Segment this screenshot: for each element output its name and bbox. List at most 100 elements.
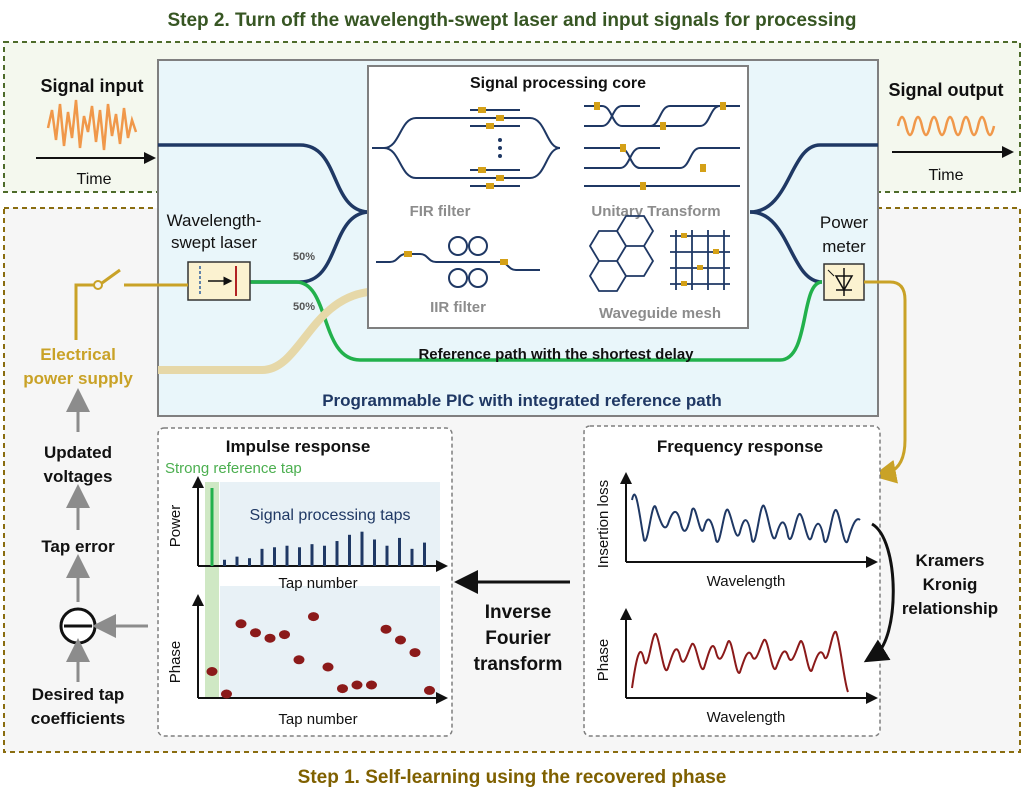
power-taps-region: [220, 482, 440, 566]
processing-tap-bar: [335, 541, 339, 566]
supply-label-line2: power supply: [23, 369, 133, 388]
kk-arrow: [863, 522, 895, 663]
processing-tap-bar: [385, 545, 389, 566]
phase-tap-dot: [409, 648, 421, 658]
processing-tap-bar: [348, 534, 351, 566]
power-bars: [210, 488, 426, 566]
phase-taps-region: [220, 586, 440, 698]
ift-line3: transform: [474, 654, 563, 675]
phase-xlabel-impulse: Tap number: [278, 711, 357, 728]
phase-tap-dot: [424, 685, 435, 695]
step2-title: Step 2. Turn off the wavelength-swept la…: [167, 10, 856, 31]
ift-line2: Fourier: [485, 628, 551, 649]
power-meter-label-line2: meter: [822, 237, 866, 256]
loss-ylabel: Insertion loss: [595, 480, 612, 568]
phase-response-curve: [631, 630, 849, 693]
processing-tap-bar: [398, 537, 401, 566]
reference-tap-highlight: [205, 482, 219, 698]
tap-error-label: Tap error: [41, 537, 115, 556]
output-waveform: [896, 115, 996, 137]
laser-icon: [187, 261, 251, 301]
processing-tap-bar: [298, 547, 301, 566]
ift-line1: Inverse: [485, 602, 552, 623]
phase-tap-dot: [337, 684, 348, 694]
phase-tap-dot: [221, 689, 232, 699]
unitary-transform-icon: [584, 102, 740, 190]
processing-tap-bar: [235, 556, 239, 566]
phase-tap-dot: [293, 655, 305, 665]
switch-lever: [101, 268, 121, 285]
switch-contact: [93, 280, 103, 290]
updated-voltages-line1: Updated: [44, 443, 112, 462]
phase-tap-dot: [308, 612, 319, 622]
processing-tap-bar: [373, 539, 376, 566]
signal-input-title: Signal input: [41, 76, 144, 96]
phase-ylabel-freq: Phase: [595, 639, 612, 682]
laser-label-line1: Wavelength-: [167, 211, 262, 230]
step1-title: Step 1. Self-learning using the recovere…: [298, 767, 727, 788]
supply-label-line1: Electrical: [40, 345, 116, 364]
signal-output: Signal output Time: [889, 80, 1014, 184]
phase-xlabel-freq: Wavelength: [707, 709, 786, 726]
phase-tap-dot: [264, 633, 276, 643]
reference-tap-bar: [210, 488, 214, 566]
input-waveguide: [158, 143, 369, 214]
processing-tap-bar: [248, 558, 251, 566]
phase-dots: [206, 612, 435, 699]
supply-wire: [74, 283, 94, 340]
split-upper-label: 50%: [293, 251, 315, 263]
waveguide-mesh-label: Waveguide mesh: [599, 305, 721, 322]
desired-coeff-line1: Desired tap: [32, 685, 125, 704]
phase-tap-dot: [366, 680, 377, 690]
processing-core-title: Signal processing core: [470, 75, 646, 92]
phase-tap-dot: [322, 662, 334, 672]
phase-ylabel-impulse: Phase: [167, 641, 184, 684]
laser-waveguide-upper: [250, 210, 369, 284]
laser-label-line2: swept laser: [171, 233, 257, 252]
insertion-loss-curve: [631, 493, 861, 544]
phase-tap-dot: [380, 624, 392, 634]
processing-tap-bar: [410, 548, 414, 566]
reference-path-waveguide: [250, 280, 823, 362]
meter-waveguide-upper: [749, 210, 823, 284]
processing-tap-bar: [360, 531, 364, 566]
phase-tap-dot: [279, 630, 290, 640]
subtractor-icon: [59, 607, 97, 645]
fir-filter-label: FIR filter: [410, 203, 471, 220]
power-xlabel: Tap number: [278, 575, 357, 592]
processing-tap-bar: [423, 542, 426, 566]
output-time-label: Time: [929, 167, 964, 184]
loss-xlabel: Wavelength: [707, 573, 786, 590]
frequency-title: Frequency response: [657, 437, 823, 456]
power-ylabel: Power: [167, 505, 184, 548]
photodiode-icon: [823, 263, 865, 301]
phase-tap-dot: [235, 619, 247, 629]
iir-filter-label: IIR filter: [430, 299, 486, 316]
processing-taps-label: Signal processing taps: [250, 507, 411, 524]
kk-line3: relationship: [902, 599, 998, 618]
fir-filter-icon: [372, 107, 561, 189]
reference-tap-label: Strong reference tap: [165, 460, 302, 477]
processing-tap-bar: [273, 547, 276, 566]
processing-tap-bar: [323, 545, 326, 566]
processing-tap-bar: [260, 548, 264, 566]
split-lower-label: 50%: [293, 301, 315, 313]
pic-caption: Programmable PIC with integrated referen…: [322, 391, 722, 410]
output-waveguide: [749, 143, 878, 214]
iir-filter-icon: [376, 236, 540, 288]
input-time-label: Time: [77, 171, 112, 188]
unused-waveguide: [158, 288, 369, 374]
input-waveform: [46, 99, 138, 151]
meter-to-analysis-wire: [864, 280, 907, 484]
impulse-title: Impulse response: [226, 437, 371, 456]
power-meter-label-line1: Power: [820, 213, 869, 232]
updated-voltages-line2: voltages: [44, 467, 113, 486]
desired-coeff-line2: coefficients: [31, 709, 125, 728]
kk-line1: Kramers: [916, 551, 985, 570]
processing-tap-bar: [285, 545, 289, 566]
unitary-transform-label: Unitary Transform: [591, 203, 720, 220]
waveguide-mesh-icon: [588, 215, 730, 292]
phase-tap-dot: [351, 680, 363, 690]
phase-tap-dot: [250, 628, 261, 638]
